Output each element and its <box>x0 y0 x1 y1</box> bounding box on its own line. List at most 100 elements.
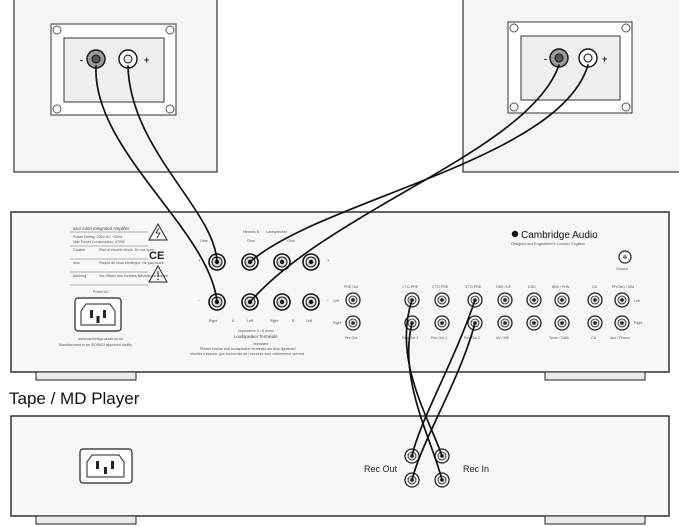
tape-foot <box>544 515 646 525</box>
speaker-polarity-label: - <box>327 298 329 303</box>
speaker-side-label: Ohm <box>200 239 208 243</box>
amplifier-foot <box>35 371 137 381</box>
aux-phono-right-jack[interactable] <box>614 315 630 331</box>
avis-text: Risque de choc electrique. Ne pas ouvrir <box>99 261 165 265</box>
amplifier-rear-panel: azur 640A Integrated Amplifier Power Rat… <box>10 211 670 381</box>
av-md-left-jack[interactable] <box>497 292 513 308</box>
speaker-top-label: Hinweis B <box>243 230 260 234</box>
caution-warning-icon <box>148 264 168 283</box>
shock-warning-icon <box>148 222 168 241</box>
screw-icon <box>52 25 62 35</box>
pre-out-left-jack[interactable] <box>345 292 361 308</box>
power-ac-label: Power AC <box>93 290 109 294</box>
tape-foot <box>35 515 137 525</box>
right-speaker: - + <box>462 0 679 173</box>
io-row-label-left: Left <box>634 299 640 303</box>
aux-phono-left-jack[interactable] <box>614 292 630 308</box>
right-speaker-plus-label: + <box>602 54 607 64</box>
speaker-top-label: Ohm <box>287 239 295 243</box>
right-speaker-negative-terminal[interactable] <box>549 48 569 68</box>
speaker-side-label: A <box>232 319 235 323</box>
input-top-label: DBS / DF <box>496 285 512 289</box>
speaker-top-label: Ohm <box>247 239 255 243</box>
input-top-label: PHONO / MM <box>612 285 634 289</box>
input-bottom-label: Pre Out <box>345 336 357 340</box>
ground-terminal[interactable] <box>618 250 632 264</box>
tape-section-title: Tape / MD Player <box>9 389 140 408</box>
input-top-label: BB5 / PHN <box>552 285 570 289</box>
input-bottom-label: Rec Out 1 <box>431 336 447 340</box>
speaker-side-label: Left <box>247 319 253 323</box>
achtung-text: Vor Offnen des Gerates Netzstecker ziehe… <box>99 274 168 278</box>
av-md-right-jack[interactable] <box>497 315 513 331</box>
amplifier-spec-rating: Power Rating: 230V AC ~50Hz <box>73 235 122 239</box>
cables <box>95 64 589 481</box>
caution-label: Caution <box>73 248 85 252</box>
input-bottom-label: CD <box>591 336 597 340</box>
cable-left-speaker-negative <box>95 65 218 303</box>
screw-icon <box>165 104 175 114</box>
input-top-label: 1 TO PRE <box>402 285 419 289</box>
important-line1: Please ensure that loudspeaker terminals… <box>200 347 296 351</box>
amplifier-model: azur 640A Integrated Amplifier <box>73 226 130 231</box>
io-row-label-right: Right <box>634 321 642 325</box>
cable-tape-out-to-rec-in-b <box>411 322 476 481</box>
cd-right-jack[interactable] <box>587 315 603 331</box>
left-speaker-plus-label: + <box>144 55 149 65</box>
tape-rec-in-label: Rec In <box>463 464 489 474</box>
website-text: www.cambridge-audio.co.uk <box>78 337 123 341</box>
iso-text: Manufactured in an ISO9002 approved faci… <box>59 343 132 347</box>
pre-out-right-jack[interactable] <box>345 315 361 331</box>
impedance-text: Impedance 4 - 8 ohms <box>238 329 274 333</box>
tuner-left-jack[interactable] <box>554 292 570 308</box>
right-speaker-minus-label: - <box>544 54 547 64</box>
cambridge-logo-icon <box>511 230 519 238</box>
input-label-pre-top: PRE Out <box>344 285 358 289</box>
cable-rec-out-1b-to-tape-in <box>407 322 443 481</box>
screw-icon <box>621 23 631 33</box>
cd-left-jack[interactable] <box>587 292 603 308</box>
screw-icon <box>165 25 175 35</box>
tuner-right-jack[interactable] <box>554 315 570 331</box>
dsd-left-jack[interactable] <box>526 292 542 308</box>
achtung-label: Achtung <box>73 274 86 278</box>
speaker-side-label: B <box>292 319 295 323</box>
amplifier-spec-power: Max Power Consumption: 470W <box>73 240 125 244</box>
input-top-label: 3 TO PRE <box>465 285 482 289</box>
input-bottom-label: Rec Out 2 <box>464 336 480 340</box>
speaker-terminal-b-left-negative[interactable] <box>302 293 320 311</box>
important-title: Important <box>253 342 268 346</box>
amplifier-foot <box>544 371 646 381</box>
input-top-label: DSD <box>528 285 536 289</box>
rec-in-1-left-jack[interactable] <box>434 292 450 308</box>
input-top-label: CD <box>592 285 598 289</box>
left-speaker-minus-label: - <box>80 55 83 65</box>
tape-power-inlet[interactable] <box>79 448 133 484</box>
left-speaker-positive-terminal[interactable] <box>118 49 138 69</box>
speaker-terminal-b-left-positive[interactable] <box>302 253 320 271</box>
cable-rec-out-1-to-tape-in <box>405 299 443 457</box>
input-bottom-label: Tuner / DAB <box>549 336 569 340</box>
avis-label: Avis <box>73 261 80 265</box>
speaker-side-label: Right <box>270 319 278 323</box>
brand-name: Cambridge Audio <box>521 230 598 241</box>
speaker-polarity-label: + <box>327 258 330 263</box>
dsd-right-jack[interactable] <box>526 315 542 331</box>
speaker-terminal-b-right-negative[interactable] <box>273 293 291 311</box>
screw-icon <box>52 104 62 114</box>
screw-icon <box>509 102 519 112</box>
cable-left-speaker-positive <box>127 65 218 263</box>
input-top-label: 2 TO PRE <box>432 285 449 289</box>
tape-md-player: Rec Out Rec In <box>10 415 670 525</box>
tape-rec-out-label: Rec Out <box>364 464 398 474</box>
rec-in-1-right-jack[interactable] <box>434 315 450 331</box>
screw-icon <box>621 102 631 112</box>
brand-tagline: Designed and Engineered in London, Engla… <box>511 242 585 246</box>
loudspeaker-terminals-label: Loudspeaker Terminals <box>234 334 277 339</box>
screw-icon <box>509 23 519 33</box>
input-bottom-label: AV / MD <box>496 336 510 340</box>
right-speaker-positive-terminal[interactable] <box>578 48 598 68</box>
speaker-polarity-label: - <box>198 298 200 303</box>
amplifier-power-inlet[interactable] <box>74 297 122 332</box>
